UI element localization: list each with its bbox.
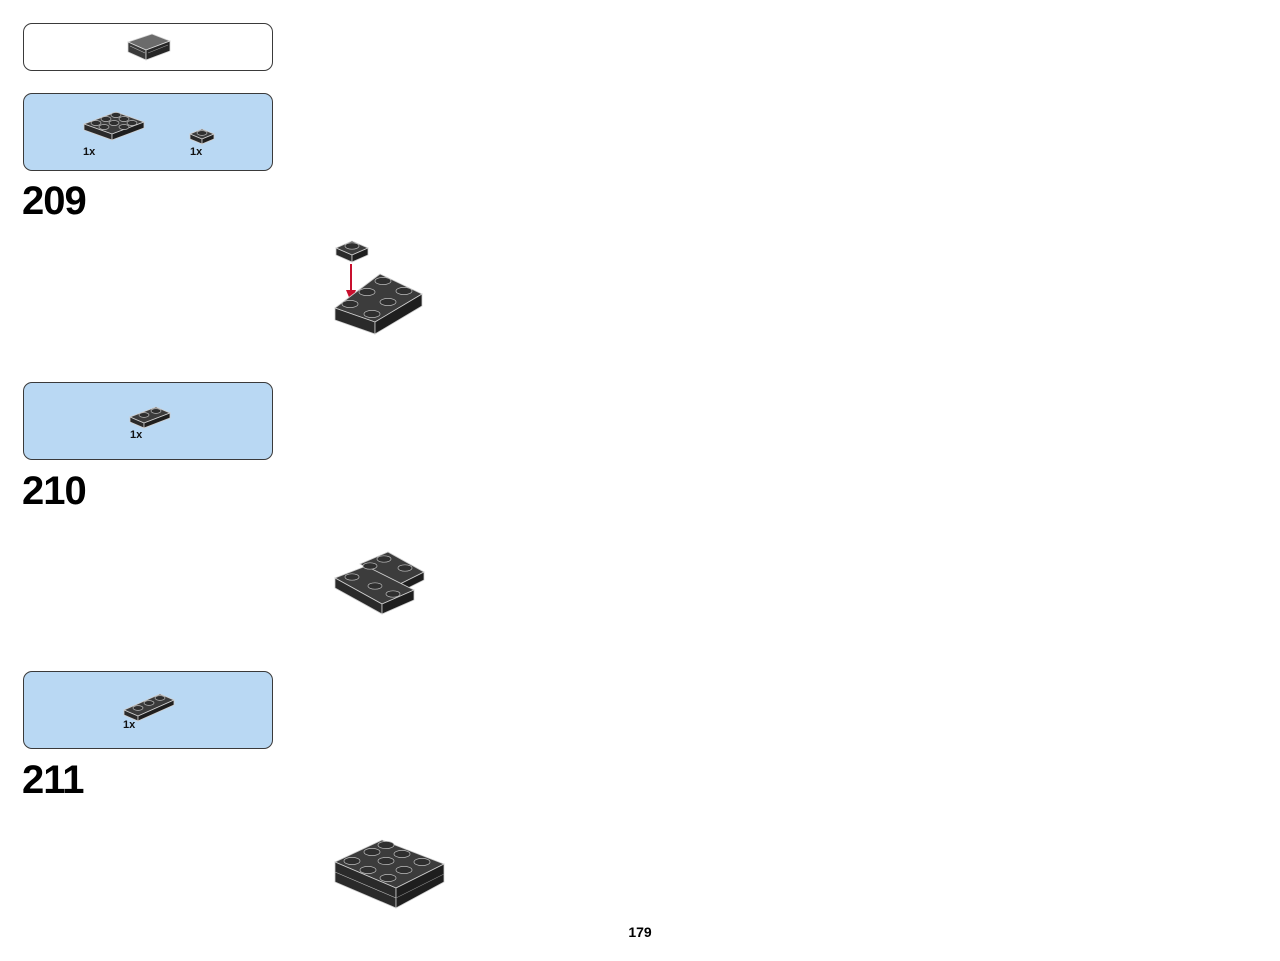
- part-quantity: 1x: [130, 429, 143, 441]
- part-quantity: 1x: [83, 146, 96, 158]
- step-number-209: 209: [22, 179, 87, 223]
- step-209-parts-panel: 1x 1x: [23, 93, 273, 171]
- assembly-step-210-icon: [334, 551, 425, 615]
- part-quantity: 1x: [190, 146, 203, 158]
- submodel-preview-icon: [126, 33, 172, 61]
- page-number: 179: [628, 924, 652, 940]
- plate-1x3-black-icon: [123, 693, 175, 722]
- assembly-step-211-icon: [334, 839, 445, 909]
- submodel-callout-box: [23, 23, 273, 71]
- plate-1x1-black-icon: [188, 128, 216, 145]
- step-211-parts-panel: 1x: [23, 671, 273, 749]
- step-210-parts-panel: 1x: [23, 382, 273, 460]
- step-number-211: 211: [22, 758, 85, 802]
- plate-2x3-black-icon: [82, 111, 146, 141]
- part-quantity: 1x: [123, 719, 136, 731]
- plate-1x2-black-icon: [128, 406, 172, 429]
- assembly-step-209-icon: [334, 240, 423, 335]
- step-number-210: 210: [22, 469, 87, 513]
